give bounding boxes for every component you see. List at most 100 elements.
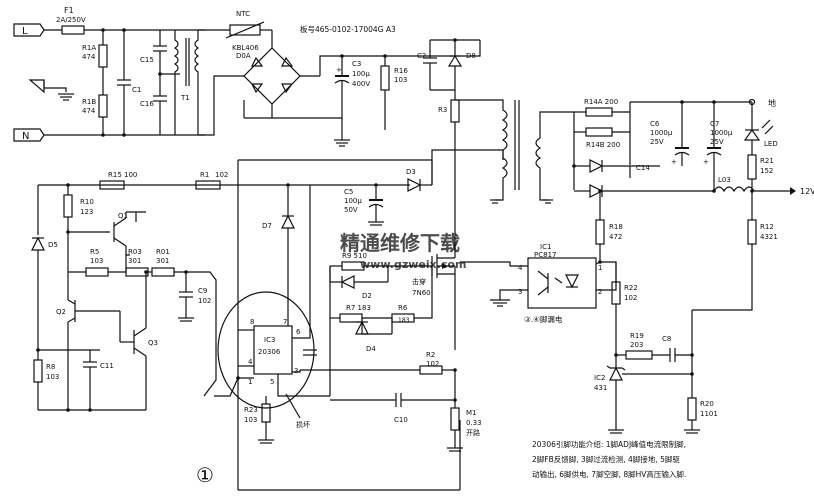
terminal-l: L: [13, 23, 45, 37]
resistor-r14a: [585, 107, 613, 117]
pin-function-notes: 20306引脚功能介绍: 1脚ADJ峰值电流限制脚, 2脚FB反馈脚, 3脚过流…: [532, 439, 686, 479]
c16-label: C16: [140, 100, 154, 108]
resistor-r15: [99, 180, 125, 190]
ic1-pin2: 2: [598, 288, 602, 296]
svg-text:+: +: [336, 66, 342, 74]
r1b-label: R1B: [82, 98, 96, 106]
optocoupler-ic1: IC1 PC817 4 3 1 2: [518, 243, 602, 309]
d5-label: D5: [48, 241, 58, 249]
c2-label: C2: [417, 52, 426, 60]
breakdown-note: 击穿: [412, 277, 426, 286]
r01-label: R01: [156, 248, 170, 256]
r22-value: 102: [624, 294, 637, 302]
r8-value: 103: [46, 373, 59, 381]
r10-value: 123: [80, 208, 93, 216]
l03-label: L03: [718, 176, 731, 184]
figure-number: ①: [196, 463, 214, 487]
resistor-m1: [450, 407, 460, 431]
c3-value1: 100μ: [352, 70, 370, 78]
mosfet-label: 7N60: [412, 289, 431, 297]
earth-terminal: [28, 79, 74, 101]
d3-label: D3: [406, 168, 416, 176]
r21-value: 152: [760, 167, 773, 175]
bridge-label: KBL406: [232, 44, 259, 52]
ic1-pin1: 1: [598, 264, 602, 272]
ic3-pin8: 8: [250, 318, 254, 326]
c6-label: C6: [650, 120, 660, 128]
q3-label: Q3: [148, 339, 158, 347]
secondary-section: R14A 200 R14B 200 C14 地 + C6 1000μ 25V: [535, 98, 814, 311]
r6-value: 183: [398, 317, 410, 324]
r3-label: R3: [438, 106, 447, 114]
c5-value2: 50V: [344, 206, 358, 214]
r9-label: R9 510: [342, 252, 367, 260]
r03-label: R03: [128, 248, 142, 256]
f1-label: F1: [64, 6, 74, 15]
r23-label: R23: [244, 406, 258, 414]
r7-label: R7 183: [346, 304, 371, 312]
watermark-cn: 精通维修下载: [340, 231, 460, 255]
c9-value: 102: [198, 297, 211, 305]
terminal-l-label: L: [22, 26, 28, 37]
r22-label: R22: [624, 284, 638, 292]
r8-label: R8: [46, 363, 55, 371]
transistor-q3: Q3: [120, 327, 158, 357]
ic2-label: IC2: [594, 374, 605, 382]
c9-label: C9: [198, 287, 207, 295]
r20-value: 1101: [700, 410, 718, 418]
t1-label: T1: [180, 94, 190, 102]
r15-label: R15 100: [108, 171, 137, 179]
resistor-r3: [450, 99, 460, 123]
led-label: LED: [764, 140, 778, 148]
r19-value: 203: [630, 341, 643, 349]
r16-label: R16: [394, 67, 408, 75]
c1-label: C1: [132, 86, 141, 94]
resistor-r5: [85, 267, 109, 277]
r23-value: 103: [244, 416, 257, 424]
resistor-r20: [687, 397, 697, 421]
r6-label: R6: [398, 304, 408, 312]
m1-label: M1: [466, 409, 477, 417]
ic1-pin4: 4: [518, 264, 523, 272]
c6-value1: 1000μ: [650, 129, 673, 137]
r18-label: R18: [609, 223, 623, 231]
resistor-r23: [261, 403, 271, 423]
d4-label: D4: [366, 345, 376, 353]
bridge-rectifier: KBL406 D0A: [232, 44, 301, 105]
ic3-pin4: 4: [248, 358, 253, 366]
r20-label: R20: [700, 400, 714, 408]
r16-value: 103: [394, 76, 407, 84]
r5-label: R5: [90, 248, 99, 256]
pc817-label: PC817: [534, 251, 556, 259]
control-section: R15 100 R1 102 D3 D5 R10 123: [31, 159, 482, 491]
ic3-pin7: 7: [283, 318, 287, 326]
r1a-value: 474: [82, 53, 96, 61]
open-circuit-note: 开路: [466, 428, 480, 437]
resistor-r21: [747, 154, 757, 180]
d7-label: D7: [262, 222, 272, 230]
ic3-label: IC3: [264, 336, 275, 344]
r21-label: R21: [760, 157, 774, 165]
m1-value: 0.33: [466, 419, 482, 427]
r10-label: R10: [80, 198, 94, 206]
resistor-r18: [595, 219, 605, 245]
c3-value2: 400V: [352, 80, 370, 88]
transistor-q1: Q1: [68, 211, 146, 247]
c7-value1: 1000μ: [710, 129, 733, 137]
resistor-r8: [33, 359, 43, 383]
r14a-label: R14A 200: [584, 98, 618, 106]
r18-value: 472: [609, 233, 622, 241]
resistor-r1a: [98, 44, 108, 68]
fuse-f1: [61, 25, 85, 35]
q2-label: Q2: [56, 308, 66, 316]
transistor-q2: Q2: [56, 295, 120, 323]
watermark: 精通维修下载 www.gzweix.com: [340, 231, 466, 271]
ground-label: 地: [768, 98, 776, 108]
c5-value1: 100μ: [344, 197, 362, 205]
resistor-r16: [380, 65, 390, 91]
svg-text:+: +: [671, 158, 677, 166]
damaged-note: 损坏: [296, 420, 310, 429]
resistor-r01: [151, 267, 175, 277]
r5-value: 103: [90, 257, 103, 265]
